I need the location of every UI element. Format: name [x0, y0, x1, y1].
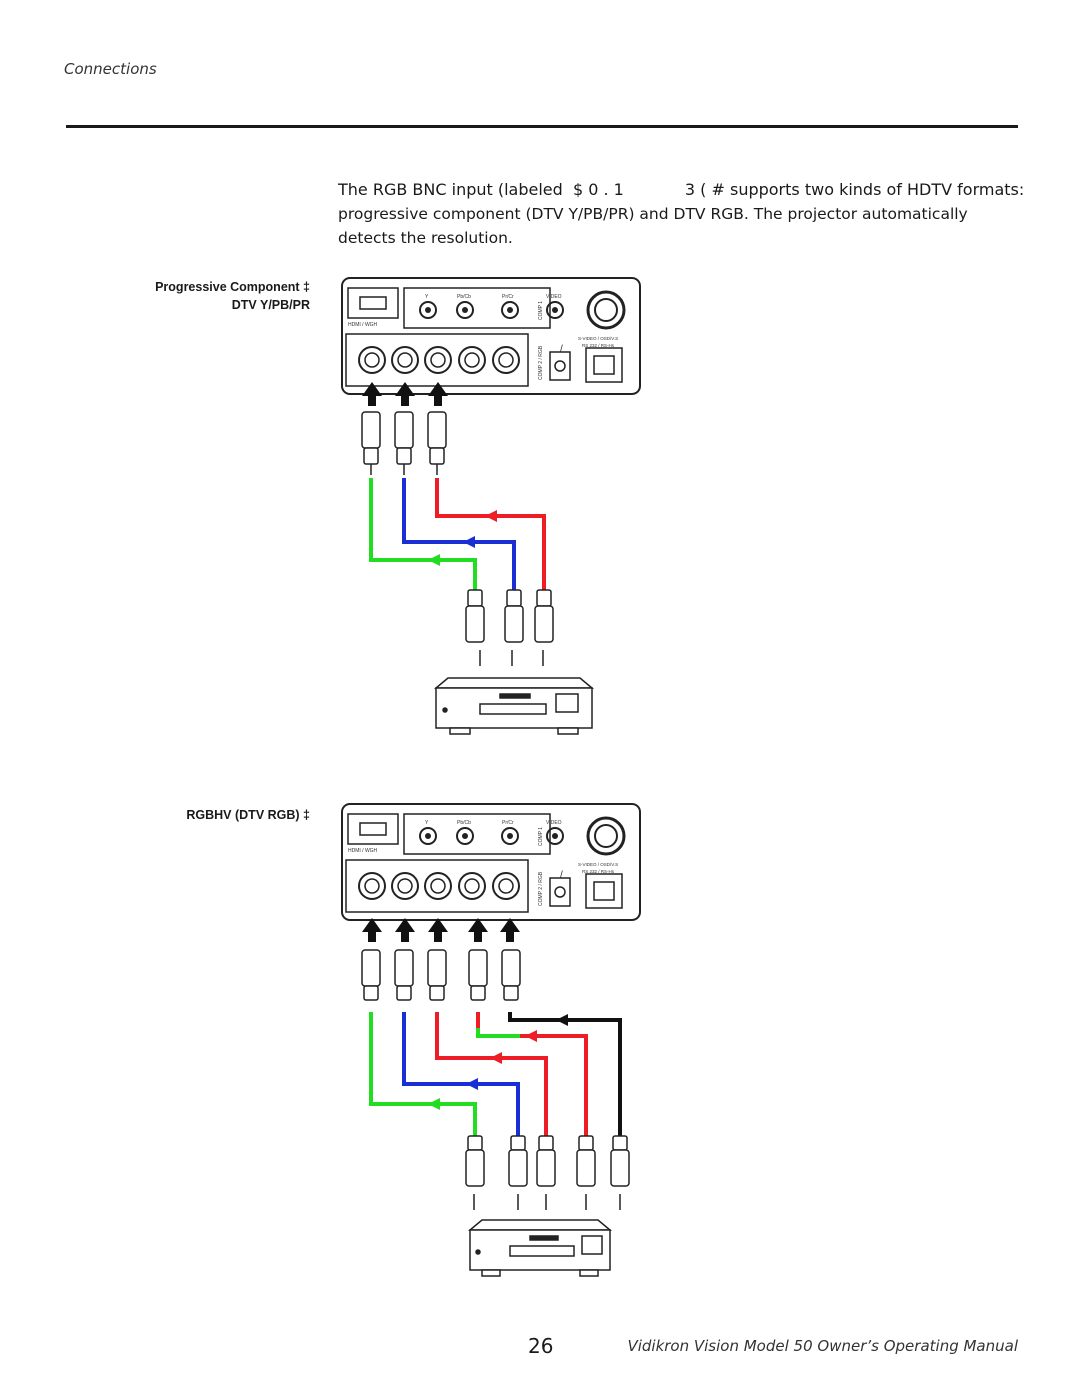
comp1-label: COMP 1	[538, 827, 544, 846]
hsync-cable-green	[476, 1028, 520, 1038]
red-cable	[435, 478, 546, 590]
comp2-label: COMP 2 / RGB	[538, 345, 544, 380]
intro-line-1: The RGB BNC input (labeled $ 0 . 1 3 ( #…	[338, 180, 1025, 199]
page-number: 26	[528, 1334, 554, 1358]
blue-arrow	[463, 536, 475, 548]
projector-input-panel: HDMI / WGH Y Pb/Cb Pr/Cr COMP 1 VIDEO S-…	[341, 277, 641, 395]
comp1-label: COMP 1	[538, 301, 544, 320]
component-label-line1: Progressive Component ‡	[155, 280, 310, 294]
red-arrow	[485, 510, 497, 522]
component-connection-diagram: HDMI / WGH Y Pb/Cb Pr/Cr COMP 1 VIDEO S-…	[341, 277, 641, 735]
projector-end-plugs	[361, 949, 521, 1001]
source-device	[467, 1219, 613, 1277]
rs232-label: RS 232 / RS-Hs	[582, 869, 615, 874]
pb-label: Pb/Cb	[457, 820, 471, 826]
hdmi-label: HDMI / WGH	[348, 848, 378, 854]
manual-title: Vidikron Vision Model 50 Owner’s Operati…	[627, 1337, 1018, 1355]
blue-cable	[402, 478, 516, 590]
rs232-label: RS 232 / RS-Hs	[582, 343, 615, 348]
green-cable	[369, 478, 477, 590]
y-label: Y	[425, 294, 429, 300]
pb-label: Pb/Cb	[457, 294, 471, 300]
vsync-cable	[508, 1012, 622, 1136]
pr-label: Pr/Cr	[502, 294, 514, 300]
video-label: VIDEO	[546, 820, 562, 826]
svideo-label: S-VIDEO / OSD/V.S	[578, 336, 618, 341]
blue-cable	[402, 1012, 520, 1136]
panel-slash: /	[560, 870, 563, 881]
intro-line-2: progressive component (DTV Y/PB/PR) and …	[338, 205, 968, 247]
header-rule	[66, 125, 1018, 128]
green-cable	[369, 1012, 477, 1136]
component-figure-label: Progressive Component ‡ DTV Y/PB/PR	[60, 278, 310, 314]
projector-end-plugs	[361, 411, 447, 475]
hsync-arrow	[525, 1030, 537, 1042]
section-title: Connections	[64, 60, 157, 78]
source-device	[433, 677, 595, 735]
comp2-label: COMP 2 / RGB	[538, 871, 544, 906]
pr-label: Pr/Cr	[502, 820, 514, 826]
rgbhv-connection-diagram: HDMI / WGH Y Pb/Cb Pr/Cr COMP 1 VIDEO S-…	[341, 803, 641, 1277]
svideo-label: S-VIDEO / OSD/V.S	[578, 862, 618, 867]
hsync-cable	[476, 1012, 588, 1136]
component-label-line2: DTV Y/PB/PR	[231, 298, 310, 312]
blue-arrow	[466, 1078, 478, 1090]
video-label: VIDEO	[546, 294, 562, 300]
projector-input-panel: HDMI / WGH Y Pb/Cb Pr/Cr COMP 1 VIDEO S-…	[341, 803, 641, 921]
source-end-plugs	[465, 1135, 630, 1210]
source-end-plugs	[465, 589, 554, 666]
intro-paragraph: The RGB BNC input (labeled $ 0 . 1 3 ( #…	[338, 178, 1028, 250]
rgbhv-figure-label: RGBHV (DTV RGB) ‡	[186, 808, 310, 822]
hdmi-label: HDMI / WGH	[348, 322, 378, 328]
green-arrow	[428, 1098, 440, 1110]
vsync-arrow	[556, 1014, 568, 1026]
y-label: Y	[425, 820, 429, 826]
panel-slash: /	[560, 344, 563, 355]
input-arrows	[362, 918, 520, 942]
red-arrow	[490, 1052, 502, 1064]
input-arrows	[362, 382, 448, 406]
green-arrow	[428, 554, 440, 566]
red-cable	[435, 1012, 548, 1136]
